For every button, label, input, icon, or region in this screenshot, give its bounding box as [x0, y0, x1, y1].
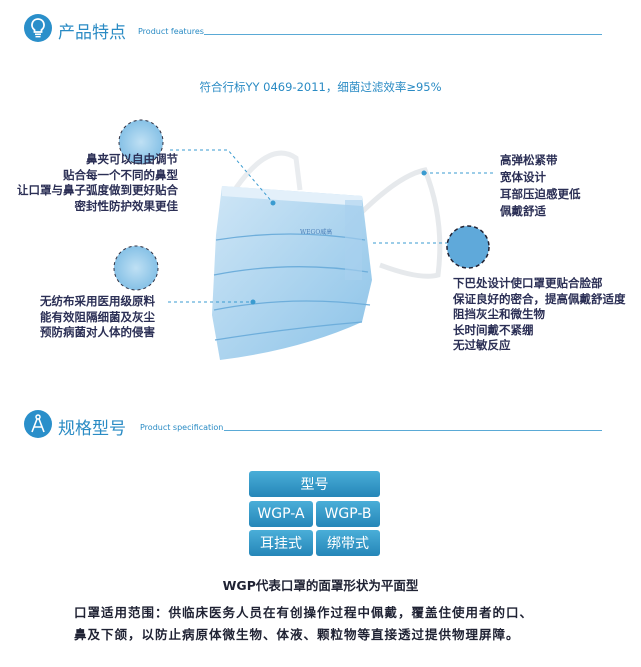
- callout-line: 鼻夹可以自由调节: [86, 152, 178, 166]
- usage-scope: 口罩适用范围：供临床医务人员在有创操作过程中佩戴，覆盖住使用者的口、 鼻及下颌，…: [74, 602, 533, 646]
- nose-clip-callout: 鼻夹可以自由调节 贴合每一个不同的鼻型 让口罩与鼻子弧度做到更好贴合 密封性防护…: [17, 152, 178, 214]
- callout-line: 保证良好的密合，提高佩戴舒适度: [453, 291, 626, 306]
- callout-line: 无纺布采用医用级原料: [40, 294, 155, 308]
- nose-clip-detail-circle: [118, 119, 164, 165]
- section-title-spec: 规格型号: [58, 419, 126, 439]
- section-divider: [224, 430, 602, 431]
- spec-table-header: 型号: [249, 471, 380, 497]
- section-subtitle-spec: Product specification: [140, 423, 224, 432]
- section-divider: [204, 34, 602, 35]
- usage-line: 口罩适用范围：供临床医务人员在有创操作过程中佩戴，覆盖住使用者的口、: [74, 605, 534, 620]
- callout-line: 耳部压迫感更低: [500, 187, 581, 201]
- model-note: WGP代表口罩的面罩形状为平面型: [222, 578, 419, 593]
- standard-compliance-text: 符合行标YY 0469-2011，细菌过滤效率≥95%: [199, 80, 442, 94]
- callout-line: 贴合每一个不同的鼻型: [63, 167, 178, 182]
- lightbulb-icon: [24, 14, 52, 42]
- usage-line: 鼻及下颌，以防止病原体微生物、体液、颗粒物等直接透过提供物理屏障。: [74, 627, 520, 642]
- section-title-features: 产品特点: [58, 23, 126, 43]
- mask-illustration: WEGO威高: [113, 119, 495, 360]
- callout-line: 下巴处设计使口罩更贴合脸部: [453, 276, 603, 290]
- section-subtitle-features: Product features: [138, 27, 204, 36]
- callout-line: 预防病菌对人体的侵害: [40, 325, 155, 339]
- callout-line: 宽体设计: [500, 170, 546, 184]
- type-cell: 绑带式: [316, 530, 380, 556]
- callout-line: 让口罩与鼻子弧度做到更好贴合: [17, 183, 178, 197]
- callout-line: 佩戴舒适: [500, 204, 546, 218]
- fabric-callout: 无纺布采用医用级原料 能有效阻隔细菌及灰尘 预防病菌对人体的侵害: [40, 294, 155, 341]
- mask-brand-label: WEGO威高: [300, 228, 332, 236]
- model-cell: WGP-A: [249, 501, 313, 527]
- chin-detail-circle: [446, 225, 490, 269]
- model-cell: WGP-B: [316, 501, 380, 527]
- ear-loop-callout: 高弹松紧带 宽体设计 耳部压迫感更低 佩戴舒适: [500, 152, 581, 220]
- callout-line: 高弹松紧带: [500, 153, 558, 167]
- callout-line: 长时间戴不紧绷: [453, 322, 534, 337]
- chin-callout: 下巴处设计使口罩更贴合脸部 保证良好的密合，提高佩戴舒适度 阻挡灰尘和微生物 长…: [453, 276, 626, 354]
- type-cell: 耳挂式: [249, 530, 313, 556]
- fabric-detail-circle: [113, 245, 159, 291]
- compass-icon: [24, 410, 52, 438]
- callout-line: 能有效阻隔细菌及灰尘: [40, 309, 155, 324]
- callout-line: 无过敏反应: [453, 338, 511, 352]
- callout-line: 密封性防护效果更佳: [74, 198, 179, 213]
- callout-line: 阻挡灰尘和微生物: [453, 307, 545, 321]
